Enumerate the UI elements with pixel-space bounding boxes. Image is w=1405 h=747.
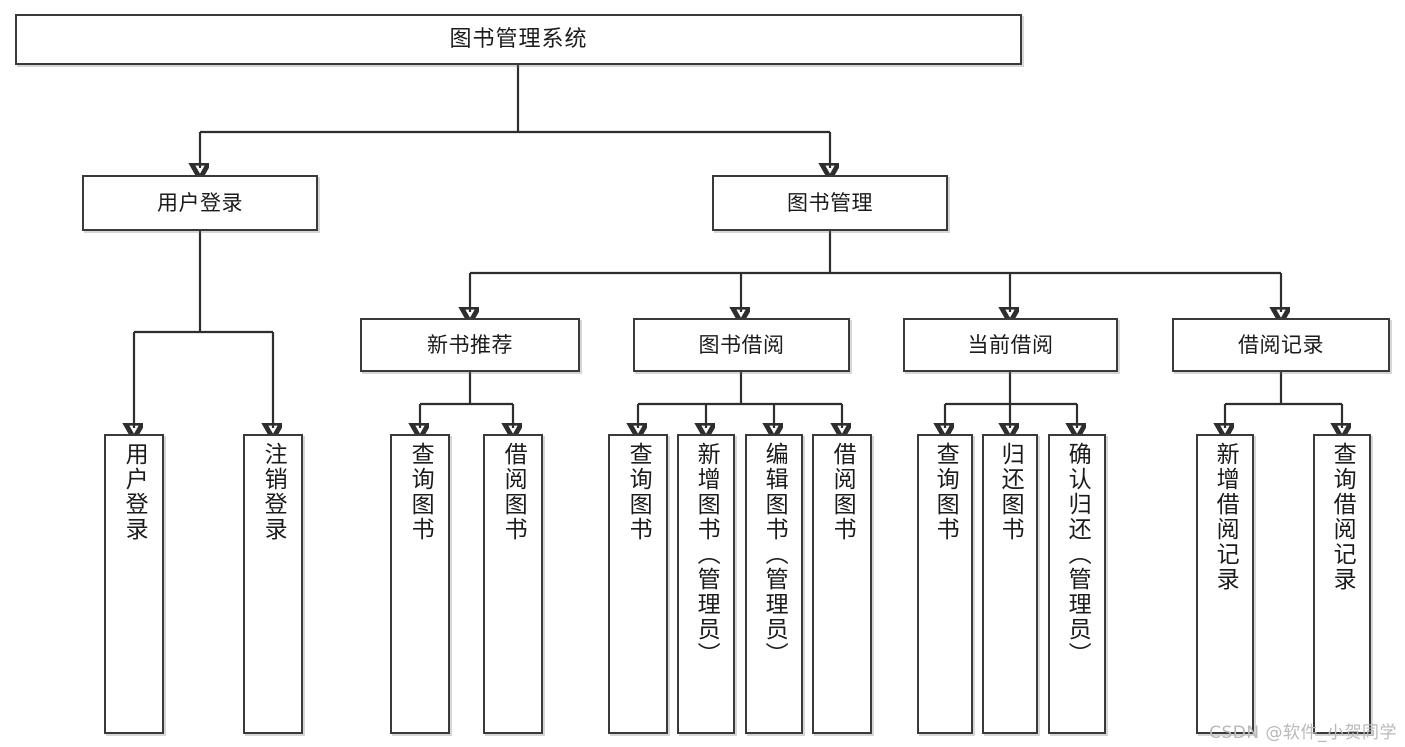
node-book-manage[interactable]: 图书管理 (712, 175, 948, 231)
node-leaf-add-book-label: 新增图书（管理员） (693, 442, 720, 667)
node-user-login[interactable]: 用户登录 (82, 175, 318, 231)
node-borrow-record[interactable]: 借阅记录 (1172, 318, 1390, 372)
node-leaf-confirm-return-label: 确认归还（管理员） (1064, 442, 1091, 667)
node-leaf-query-record[interactable]: 查询借阅记录 (1313, 434, 1371, 734)
node-root[interactable]: 图书管理系统 (15, 14, 1022, 65)
node-leaf-edit-book[interactable]: 编辑图书（管理员） (745, 434, 803, 734)
node-book-borrow[interactable]: 图书借阅 (633, 318, 850, 372)
node-leaf-add-record-label: 新增借阅记录 (1212, 442, 1239, 592)
node-current-borrow[interactable]: 当前借阅 (903, 318, 1118, 372)
node-new-book-recommend[interactable]: 新书推荐 (360, 318, 580, 372)
node-new-book-recommend-label: 新书推荐 (427, 332, 513, 357)
node-root-label: 图书管理系统 (449, 26, 588, 52)
node-leaf-confirm-return[interactable]: 确认归还（管理员） (1048, 434, 1106, 734)
node-current-borrow-label: 当前借阅 (967, 332, 1054, 357)
node-leaf-edit-book-label: 编辑图书（管理员） (761, 442, 788, 667)
node-leaf-query-book-3-label: 查询图书 (932, 442, 959, 542)
node-leaf-query-record-label: 查询借阅记录 (1329, 442, 1356, 592)
node-leaf-borrow-book-1[interactable]: 借阅图书 (483, 434, 543, 734)
node-user-login-label: 用户登录 (157, 190, 243, 215)
node-leaf-query-book-1[interactable]: 查询图书 (390, 434, 450, 734)
node-leaf-add-book[interactable]: 新增图书（管理员） (677, 434, 735, 734)
node-leaf-return-book-label: 归还图书 (997, 442, 1024, 542)
node-leaf-add-record[interactable]: 新增借阅记录 (1196, 434, 1254, 734)
node-leaf-query-book-2-label: 查询图书 (625, 442, 652, 542)
node-book-borrow-label: 图书借阅 (698, 332, 785, 357)
node-leaf-query-book-1-label: 查询图书 (407, 442, 434, 542)
node-leaf-borrow-book-1-label: 借阅图书 (500, 442, 527, 542)
node-leaf-user-login[interactable]: 用户登录 (104, 434, 164, 734)
watermark: CSDN @软件_小贺同学 (1209, 723, 1397, 743)
node-leaf-user-login-label: 用户登录 (121, 442, 148, 542)
node-leaf-borrow-book-2-label: 借阅图书 (829, 442, 856, 542)
node-book-manage-label: 图书管理 (787, 190, 873, 215)
node-leaf-query-book-2[interactable]: 查询图书 (608, 434, 668, 734)
node-leaf-user-logout-label: 注销登录 (260, 442, 287, 542)
node-borrow-record-label: 借阅记录 (1238, 332, 1324, 357)
node-leaf-return-book[interactable]: 归还图书 (982, 434, 1038, 734)
node-leaf-user-logout[interactable]: 注销登录 (243, 434, 303, 734)
node-leaf-query-book-3[interactable]: 查询图书 (917, 434, 973, 734)
node-leaf-borrow-book-2[interactable]: 借阅图书 (812, 434, 872, 734)
